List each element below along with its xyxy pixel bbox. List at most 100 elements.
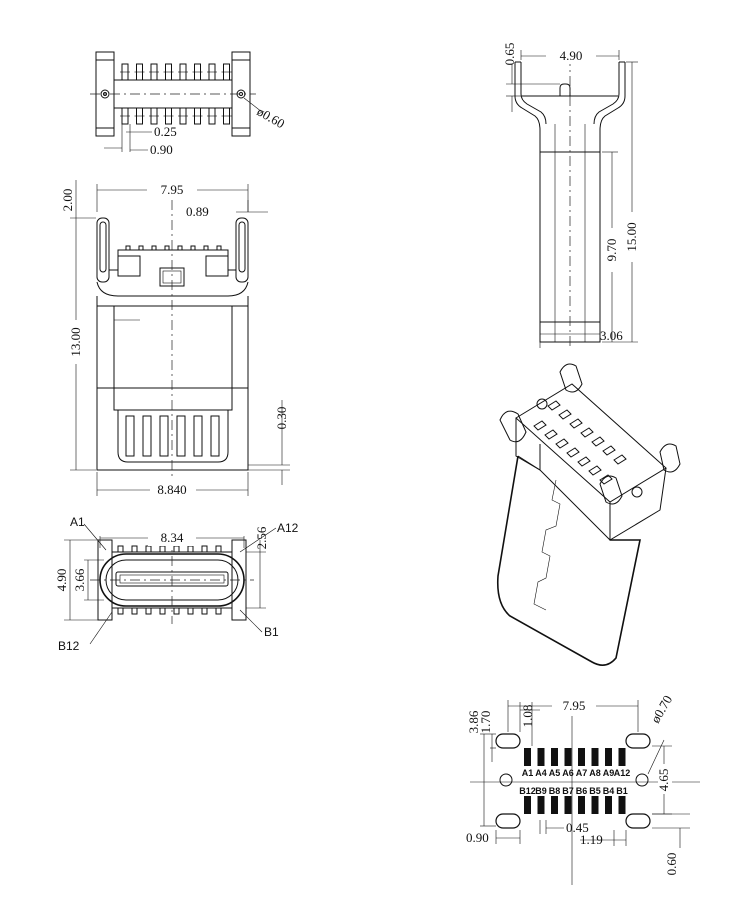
end-pin-top <box>201 545 208 553</box>
opening-offset-dim: 2.56 <box>254 526 269 549</box>
front-pin-tip <box>190 245 196 251</box>
end-pin-bottom <box>201 607 208 615</box>
end-pin-bottom <box>215 607 222 615</box>
fp-pad-bottom <box>591 796 599 814</box>
iso-pin <box>569 418 583 429</box>
front-pin-tip <box>177 245 183 251</box>
fp-pad-top <box>605 748 612 766</box>
fp-pin-label: B6 <box>576 786 588 796</box>
front-contact <box>159 415 169 457</box>
iso-pin <box>591 436 605 447</box>
iso-pin <box>558 409 572 420</box>
end-pin-bottom <box>173 607 180 615</box>
shell-length-dim: 9.70 <box>604 239 619 262</box>
iso-pin <box>566 447 580 458</box>
end-pin-top <box>117 545 124 553</box>
iso-pin <box>544 429 558 440</box>
fp-pin-label: A5 <box>549 768 561 778</box>
fp-pad-bottom <box>537 796 545 814</box>
iso-pin <box>602 445 616 456</box>
end-pin-bottom <box>117 607 124 615</box>
front-contact <box>176 415 186 457</box>
end-view: 8.34 2.56 4.90 3.66 A1 A12 B12 B1 <box>54 515 299 653</box>
fp-pad-bottom <box>524 796 531 814</box>
pin-label-a12: A12 <box>277 521 299 535</box>
fp-pad-bottom <box>564 796 572 814</box>
isometric-view <box>496 363 681 666</box>
fp-pin-label: A6 <box>562 768 574 778</box>
fp-slot-width-dim: 0.90 <box>466 830 489 845</box>
body-length-dim: 13.00 <box>68 327 83 356</box>
end-pin-bottom <box>145 607 152 615</box>
fp-pin-label: B9 <box>535 786 547 796</box>
fp-pin-label: B5 <box>589 786 601 796</box>
overall-width-dim: 8.840 <box>157 482 186 497</box>
fp-pad-top <box>618 748 626 766</box>
front-pin-tip <box>164 245 170 251</box>
fp-pin-label: A8 <box>589 768 601 778</box>
top-view: 0.25 0.90 ø0.60 <box>90 51 287 157</box>
side-view: 4.90 0.65 9.70 15.00 3.06 <box>502 43 640 350</box>
fp-pin-label: B1 <box>616 786 628 796</box>
end-pin-bottom <box>187 607 194 615</box>
pin-label-b1: B1 <box>264 625 279 639</box>
fp-pin-label: A7 <box>576 768 588 778</box>
iso-pin <box>613 454 627 465</box>
front-pin-tip <box>151 245 157 251</box>
fp-pin-label: B7 <box>562 786 574 796</box>
fp-hole-diameter-dim: ø0.70 <box>648 693 676 726</box>
fp-pin-label: A12 <box>614 768 631 778</box>
end-pin-top <box>215 545 222 553</box>
total-length-dim: 15.00 <box>624 222 639 251</box>
fp-pad-bottom <box>578 796 585 814</box>
end-pin-top <box>173 545 180 553</box>
end-pin-bottom <box>131 607 138 615</box>
front-pin-tip <box>216 245 222 251</box>
pin-pitch-dim: 0.90 <box>150 142 173 157</box>
tab-height-dim: 2.00 <box>60 189 75 212</box>
fp-pad-top <box>524 748 531 766</box>
fp-pad-top <box>578 748 585 766</box>
fp-pin-label: A1 <box>522 768 534 778</box>
end-pin-top <box>159 545 166 553</box>
front-contact <box>142 415 152 457</box>
fp-pad-top <box>564 748 572 766</box>
front-view: 7.95 0.89 2.00 13.00 0.30 8.840 <box>60 180 290 498</box>
body-width-dim: 7.95 <box>161 182 184 197</box>
front-contact <box>210 415 220 457</box>
pin-width-dim: 0.25 <box>154 124 177 139</box>
fp-pad-top <box>551 748 558 766</box>
fp-slot-height-dim: 0.60 <box>664 853 679 876</box>
fp-pin-label: B8 <box>549 786 561 796</box>
iso-pin <box>599 474 613 485</box>
fp-pad-top <box>591 748 599 766</box>
tab-span-dim: 4.90 <box>560 48 583 63</box>
iso-pin <box>555 438 569 449</box>
front-pin-tip <box>138 245 144 251</box>
shell-step-dim: 0.30 <box>274 407 289 430</box>
fp-slot-offset-dim: 1.19 <box>580 832 603 847</box>
end-pin-top <box>187 545 194 553</box>
end-pin-top <box>131 545 138 553</box>
end-pin-top <box>145 545 152 553</box>
fp-pin-label: B12 <box>519 786 536 796</box>
fp-row-spacing-dim: 4.65 <box>656 769 671 792</box>
fp-pin-label: A4 <box>535 768 547 778</box>
pin-label-a1: A1 <box>70 515 85 529</box>
fp-pad-width-dim: 0.45 <box>566 820 589 835</box>
fp-offset-dim: 1.08 <box>520 705 535 728</box>
opening-height-dim: 3.66 <box>72 568 87 591</box>
overall-height-dim: 4.90 <box>54 569 69 592</box>
iso-pin <box>588 465 602 476</box>
fp-pin-label: B4 <box>603 786 615 796</box>
iso-pin <box>577 456 591 467</box>
fp-overall-width-dim: 7.95 <box>563 698 586 713</box>
fp-pad-bottom <box>605 796 612 814</box>
iso-pin <box>547 400 561 411</box>
fp-pad-bottom <box>618 796 626 814</box>
iso-pin <box>580 427 594 438</box>
pin-label-b12: B12 <box>58 639 80 653</box>
fp-pin-label: A9 <box>603 768 615 778</box>
